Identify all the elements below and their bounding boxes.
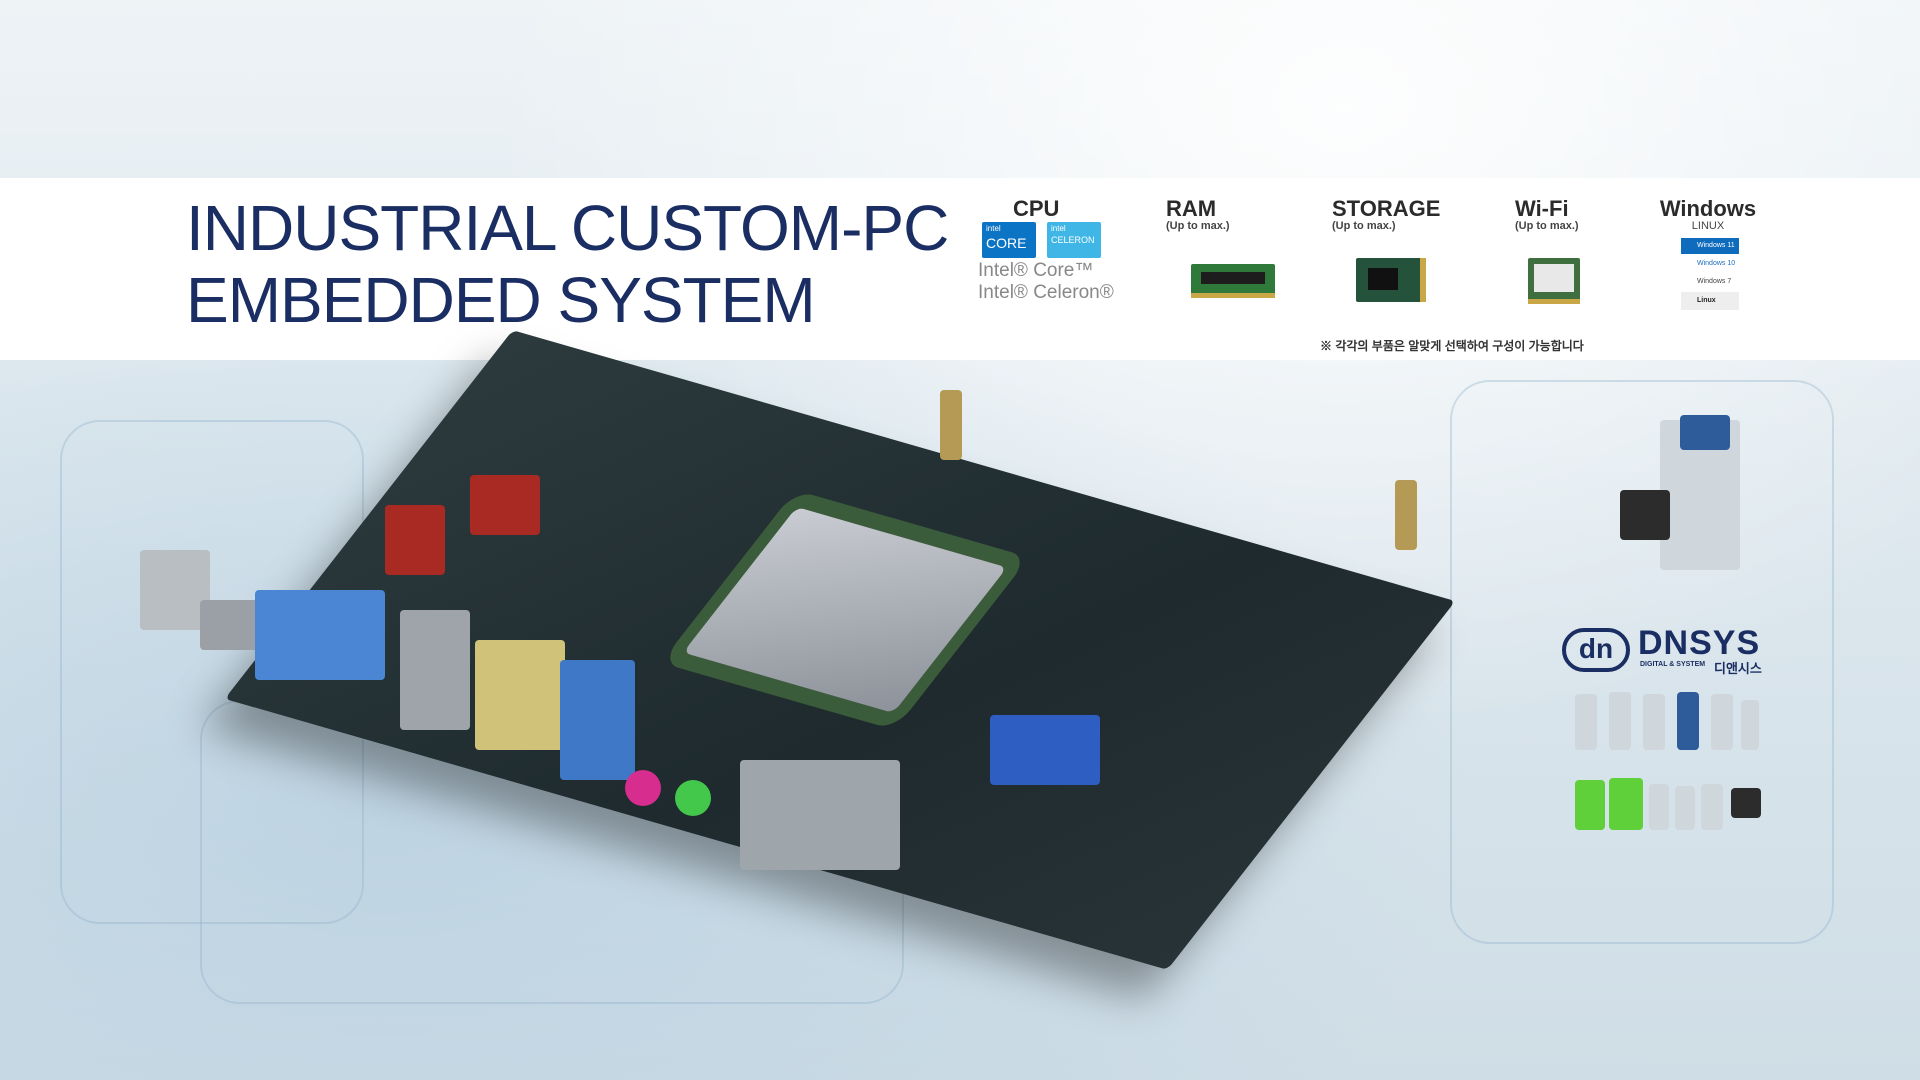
brand-name: DNSYS bbox=[1638, 624, 1761, 662]
red-header bbox=[470, 475, 540, 535]
spec-ram-label: RAM bbox=[1166, 196, 1217, 221]
spec-storage-label: STORAGE bbox=[1332, 196, 1441, 221]
windows10-logo: Windows 10 bbox=[1697, 260, 1736, 267]
spec-cpu: CPU bbox=[1013, 196, 1059, 222]
spec-os: Windows LINUX bbox=[1655, 196, 1761, 232]
title-line-1: INDUSTRIAL CUSTOM-PC bbox=[186, 192, 949, 264]
ssd-module-image bbox=[1356, 258, 1426, 302]
brand-logo: dn DNSYS DIGITAL & SYSTEM 디앤시스 bbox=[1562, 624, 1772, 676]
header-band bbox=[0, 178, 1920, 360]
intel-core-badge-brand: intel bbox=[986, 224, 1001, 233]
wifi-card-image bbox=[1528, 258, 1580, 304]
kiosk-main-image bbox=[1620, 400, 1770, 580]
spec-storage-sub: (Up to max.) bbox=[1332, 220, 1396, 232]
linux-logo: Linux bbox=[1681, 292, 1739, 310]
os-logo-list: Windows 11 Windows 10 Windows 7 Linux bbox=[1681, 238, 1739, 316]
red-header bbox=[385, 505, 445, 575]
spec-ram: RAM (Up to max.) bbox=[1166, 196, 1230, 232]
blue-header bbox=[990, 715, 1100, 785]
brand-logo-mark: dn bbox=[1562, 628, 1630, 672]
intel-celeron-badge-label: CELERON bbox=[1051, 235, 1095, 245]
spec-cpu-label: CPU bbox=[1013, 196, 1060, 221]
motherboard-image bbox=[140, 330, 1500, 970]
dc-jack bbox=[140, 550, 210, 630]
spec-os-sub: LINUX bbox=[1691, 220, 1725, 232]
spec-os-label: Windows bbox=[1659, 196, 1757, 221]
vga-port bbox=[255, 590, 385, 680]
ethernet-port bbox=[475, 640, 565, 750]
spec-ram-sub: (Up to max.) bbox=[1166, 220, 1230, 232]
intel-celeron-badge: intel CELERON bbox=[1047, 222, 1101, 258]
kiosk-lineup-white bbox=[1575, 690, 1765, 752]
antenna-connector bbox=[940, 390, 962, 460]
intel-celeron-badge-brand: intel bbox=[1051, 224, 1066, 233]
windows7-logo: Windows 7 bbox=[1697, 278, 1732, 285]
antenna-connector bbox=[1395, 480, 1417, 550]
page-title: INDUSTRIAL CUSTOM-PC EMBEDDED SYSTEM bbox=[186, 192, 949, 336]
ram-module-image bbox=[1191, 264, 1275, 298]
component-note: ※ 각각의 부품은 알맞게 선택하여 구성이 가능합니다 bbox=[1320, 339, 1584, 353]
spec-wifi: Wi-Fi (Up to max.) bbox=[1515, 196, 1579, 232]
audio-jack-pink bbox=[625, 770, 661, 806]
spec-wifi-label: Wi-Fi bbox=[1515, 196, 1569, 221]
intel-core-badge-label: CORE bbox=[986, 235, 1027, 251]
spec-storage: STORAGE (Up to max.) bbox=[1332, 196, 1440, 232]
cpu-option-core: Intel® Core™ bbox=[978, 260, 1094, 281]
cpu-option-celeron: Intel® Celeron® bbox=[978, 282, 1114, 303]
windows11-logo: Windows 11 bbox=[1681, 238, 1739, 254]
audio-jack-green bbox=[675, 780, 711, 816]
spec-wifi-sub: (Up to max.) bbox=[1515, 220, 1579, 232]
usb3-ports bbox=[560, 660, 635, 780]
serial-port bbox=[740, 760, 900, 870]
kiosk-lineup-green bbox=[1575, 776, 1765, 832]
title-line-2: EMBEDDED SYSTEM bbox=[186, 264, 816, 336]
brand-korean: 디앤시스 bbox=[1714, 661, 1762, 676]
intel-core-badge: intel CORE bbox=[982, 222, 1036, 258]
usb2-ports bbox=[400, 610, 470, 730]
brand-tagline: DIGITAL & SYSTEM bbox=[1640, 661, 1706, 668]
circuit-trace bbox=[1450, 380, 1834, 944]
cpu-options: Intel® Core™ Intel® Celeron® bbox=[978, 260, 1114, 304]
